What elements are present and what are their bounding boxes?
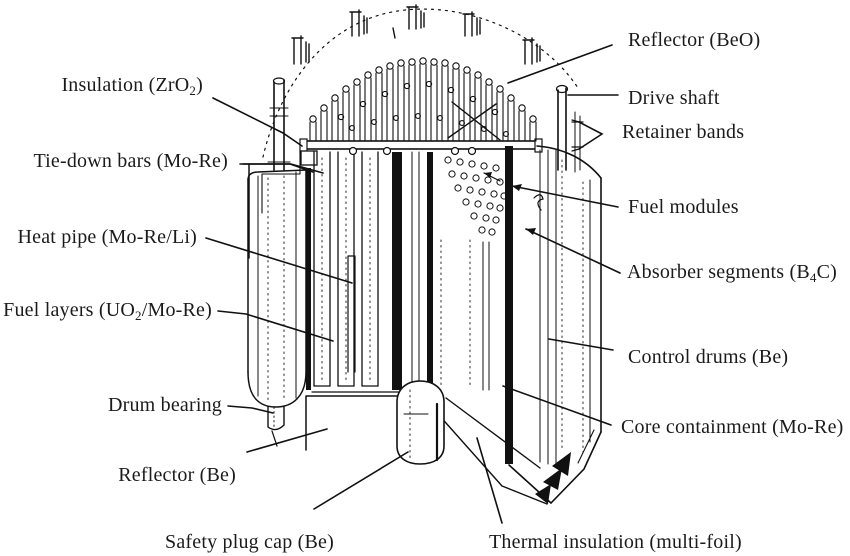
cross-brace <box>447 101 501 141</box>
leader-core-containment <box>502 385 612 426</box>
left-control-drum <box>247 168 311 447</box>
retainer-band-marks <box>571 121 584 148</box>
dome-pipe-stubs <box>291 4 541 65</box>
label-reflector-beo: Reflector (BeO) <box>628 29 761 51</box>
label-control-drums: Control drums (Be) <box>628 346 789 368</box>
right-containment <box>508 84 602 505</box>
leader-safety-plug-cap <box>313 451 409 510</box>
leader-heat-pipe <box>205 237 353 284</box>
leader-reflector-be <box>246 428 328 453</box>
fuel-module-field <box>444 156 508 236</box>
leader-absorber-segments <box>525 228 621 274</box>
leader-drum-bearing <box>227 405 274 414</box>
leader-fuel-layers <box>217 310 334 342</box>
leader-thermal-insulation <box>476 437 503 524</box>
label-safety-plug-cap: Safety plug cap (Be) <box>165 531 334 553</box>
label-insulation: Insulation (ZrO2) <box>61 74 203 98</box>
drive-shaft-pipe <box>555 84 584 173</box>
leader-tie-down-bars <box>239 163 324 174</box>
heat-pipe-tube <box>347 255 356 373</box>
label-retainer-bands: Retainer bands <box>622 121 745 143</box>
label-heat-pipe: Heat pipe (Mo-Re/Li) <box>17 226 197 248</box>
label-reflector-be: Reflector (Be) <box>118 464 236 486</box>
bottom-base <box>305 380 548 505</box>
label-drum-bearing: Drum bearing <box>107 394 222 416</box>
leader-insulation <box>212 97 303 147</box>
heat-pipe-forest <box>309 57 537 142</box>
leader-lines <box>205 44 621 524</box>
safety-plug-cap-shape <box>396 380 445 465</box>
label-core-containment: Core containment (Mo-Re) <box>621 416 844 438</box>
label-tie-down-bars: Tie-down bars (Mo-Re) <box>33 150 228 172</box>
left-outer-pipe <box>267 77 291 171</box>
leader-retainer-bands <box>571 119 604 152</box>
bottom-hatch <box>535 452 571 504</box>
label-absorber-segments: Absorber segments (B4C) <box>627 261 837 285</box>
label-fuel-layers: Fuel layers (UO2/Mo-Re) <box>3 299 212 323</box>
label-drive-shaft: Drive shaft <box>628 87 720 109</box>
leader-reflector-beo <box>507 44 613 84</box>
leader-control-drums <box>548 338 614 351</box>
drum-core-gap-shadow <box>306 168 311 390</box>
leader-fuel-modules <box>511 184 619 208</box>
core-section <box>311 146 513 464</box>
insulation-block <box>300 150 318 166</box>
label-fuel-modules: Fuel modules <box>628 196 739 218</box>
label-thermal-insulation: Thermal insulation (multi-foil) <box>489 531 742 553</box>
cut-squiggle <box>533 194 544 211</box>
